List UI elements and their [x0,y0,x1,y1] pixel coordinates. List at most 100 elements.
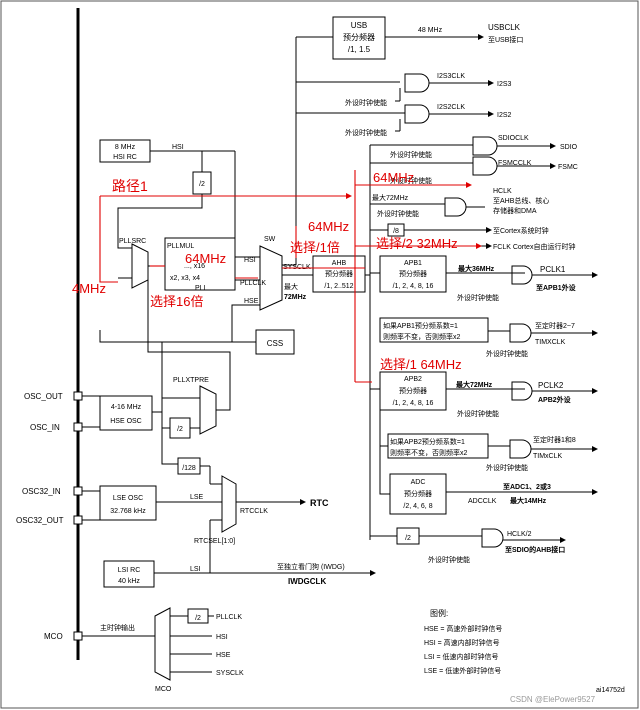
tim1-to: 至定时器2~7 [535,321,575,330]
hse-osc-line1: 4-16 MHz [111,404,142,411]
watermark: CSDN @ElePower9527 [510,695,596,704]
mux-hsi: HSI [244,257,256,264]
red-path-hse-in [99,196,118,283]
adc-line2: 预分频器 [404,489,432,498]
rtcclk-label: RTCCLK [240,508,268,515]
i2s2-enable: 外设时钟使能 [345,128,387,137]
hsi-rc-line1: 8 MHz [115,144,136,151]
adc-line3: /2, 4, 6, 8 [403,503,432,510]
mux-hse: HSE [244,298,259,305]
apb2-line1: APB2 [404,376,422,383]
mco-sysclk: SYSCLK [216,670,244,677]
cortex-div: /8 [393,228,399,235]
tim1-label: TIMXCLK [535,339,566,346]
hsi-div2: /2 [199,181,205,188]
osc32-out-pin [73,515,83,525]
apb2-enable: 外设时钟使能 [457,409,499,418]
i2s2clk-label: I2S2CLK [437,104,465,111]
osc-in-label: OSC_IN [30,423,60,432]
hse-osc-line2: HSE OSC [110,418,142,425]
css-box [255,329,295,355]
lse-osc-line1: LSE OSC [113,495,143,502]
sdio-ahb-enable: 外设时钟使能 [428,555,470,564]
legend-l3: LSI = 低速内部时钟信号 [424,652,498,661]
apb2-max: 最大72MHz [456,380,493,389]
apb1-line1: APB1 [404,260,422,267]
adc-to: 至ADC1、2或3 [503,482,551,491]
pclk1-label: PCLK1 [540,265,566,274]
fsmcclk-label: FSMCCLK [498,160,532,167]
cortex-label: 至Cortex系统时钟 [493,226,549,235]
hclk-d2: 存储器和DMA [493,206,537,215]
lse-osc-line2: 32.768 kHz [110,508,146,515]
annotation-sel16: 选择16倍 [150,294,203,309]
tim2-to: 至定时器1和8 [533,435,576,444]
mco-out-label: 主时钟输出 [100,623,135,632]
mco-mux-label: MCO [155,686,172,693]
apb2-to: APB2外设 [538,395,572,404]
annotation-64mhz-hclk: 64MHz [373,170,414,185]
apb2-line2: 预分频器 [399,386,427,395]
mco-div2: /2 [195,615,201,622]
rtcsel-mux [221,475,237,533]
legend-l4: LSE = 低速外部时钟信号 [424,666,501,675]
figure-code: ai14752d [596,687,625,694]
lse-osc-box [99,485,157,521]
hclk-label: HCLK [493,188,512,195]
iwdgclk-label: IWDGCLK [288,577,326,586]
osc32-in-pin [73,486,83,496]
usb-line2: 预分频器 [343,32,375,42]
fsmc-out: FSMC [558,164,578,171]
tim1-enable: 外设时钟使能 [486,349,528,358]
annotation-sel1: 选择/1倍 [290,240,340,255]
hclk-d1: 至AHB总线、核心 [493,196,549,205]
annotation-64mhz-pll: 64MHz [185,251,226,266]
lsi-rc-line2: 40 kHz [118,578,140,585]
pllsrc-label: PLLSRC [119,238,146,245]
legend-l2: HSI = 高速内部时钟信号 [424,638,500,647]
hclk-enable: 外设时钟使能 [377,209,419,218]
annotation-4mhz: 4MHz [72,281,106,296]
pllmul-line3: x2, x3, x4 [170,275,200,282]
hclk-max: 最大72MHz [372,193,409,202]
rtcsel-label: RTCSEL[1:0] [194,538,235,545]
mco-mux [154,607,171,681]
usb-dest: 至USB接口 [488,35,523,44]
lsi-rc-line1: LSI RC [118,567,141,574]
apb1-enable: 外设时钟使能 [457,293,499,302]
legend-title: 图例: [430,608,448,618]
tim2-n2: 则频率不变，否则频率x2 [390,448,467,457]
mux-max-freq: 72MHz [284,294,307,301]
sdio-ahb-div: /2 [405,535,411,542]
usb-freq: 48 MHz [418,27,443,34]
annotation-path1: 路径1 [112,178,148,194]
hse-div2: /2 [177,426,183,433]
annotation-sel2-32: 选择/2 32MHz [376,236,458,251]
adcclk-label: ADCCLK [468,498,497,505]
adc-max: 最大14MHz [510,496,547,505]
sdio-ahb-label: HCLK/2 [507,531,532,538]
mux-max: 最大 [284,282,298,291]
apb2-prescaler-box [379,371,447,411]
pllmul-box [164,237,236,291]
css-label: CSS [267,339,283,348]
adc-prescaler-box [389,473,447,515]
usbclk-label: USBCLK [488,23,521,32]
pllsrc-mux [131,243,149,289]
osc32-out-label: OSC32_OUT [16,516,64,525]
hsi-label: HSI [172,144,184,151]
iwdg-to: 至独立看门狗 (IWDG) [277,562,345,571]
pllxtpre-label: PLLXTPRE [173,377,209,384]
i2s3-out: I2S3 [497,81,512,88]
tim1-n1: 如果APB1预分频系数=1 [383,321,458,330]
pllmul-line2: ..., x16 [184,263,205,270]
tim2-label: TIMxCLK [533,453,563,460]
annotation-64mhz-sys: 64MHz [308,219,349,234]
sdio-ahb-to: 至SDIO的AHB接口 [505,545,565,554]
annotation-sel1-64: 选择/1 64MHz [380,357,462,372]
pllmul-line4: PLL [195,285,208,292]
mco-label: MCO [44,632,63,641]
lse-label: LSE [190,494,204,501]
usb-prescaler-box [332,16,386,60]
